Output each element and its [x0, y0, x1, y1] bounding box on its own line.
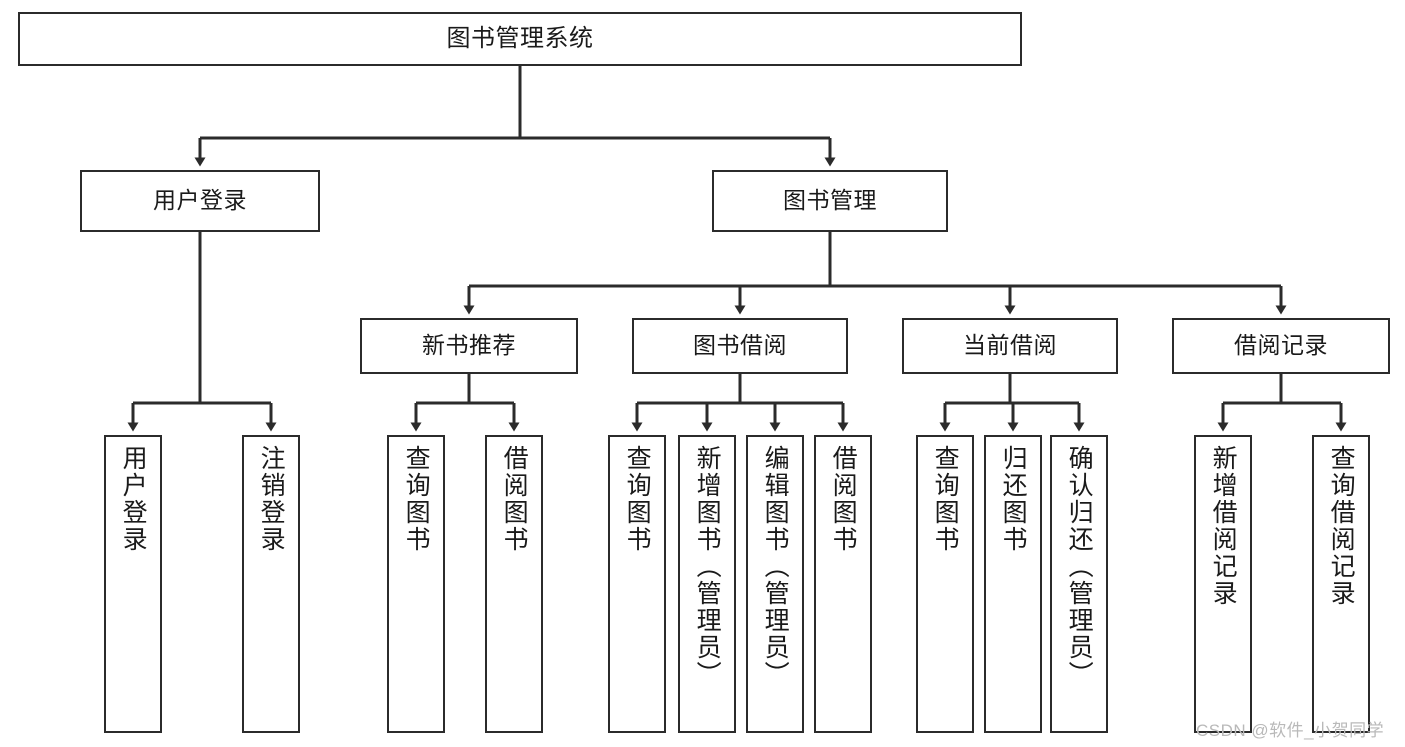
node-book-manage[interactable]: 图书管理 — [712, 170, 948, 232]
node-current-borrow[interactable]: 当前借阅 — [902, 318, 1118, 374]
leaf-leaf-confirm-return[interactable]: 确认归还（管理员） — [1050, 435, 1108, 733]
leaf-label: 注销登录 — [257, 445, 286, 553]
leaf-leaf-user-login[interactable]: 用户登录 — [104, 435, 162, 733]
leaf-leaf-add-record[interactable]: 新增借阅记录 — [1194, 435, 1252, 733]
leaf-label: 归还图书 — [999, 445, 1028, 553]
node-label: 用户登录 — [153, 187, 247, 214]
leaf-leaf-logout-login[interactable]: 注销登录 — [242, 435, 300, 733]
node-label: 当前借阅 — [963, 332, 1057, 359]
leaf-label: 借阅图书 — [829, 445, 858, 553]
leaf-leaf-query-book-2[interactable]: 查询图书 — [608, 435, 666, 733]
leaf-label: 新增图书（管理员） — [693, 445, 722, 688]
node-borrow-record[interactable]: 借阅记录 — [1172, 318, 1390, 374]
watermark: CSDN @软件_小贺同学 — [1196, 721, 1385, 740]
leaf-leaf-borrow-book-1[interactable]: 借阅图书 — [485, 435, 543, 733]
leaf-leaf-query-record[interactable]: 查询借阅记录 — [1312, 435, 1370, 733]
node-book-borrow[interactable]: 图书借阅 — [632, 318, 848, 374]
leaf-label: 确认归还（管理员） — [1065, 445, 1094, 688]
leaf-label: 新增借阅记录 — [1209, 445, 1238, 607]
leaf-label: 用户登录 — [119, 445, 148, 553]
leaf-leaf-borrow-book-2[interactable]: 借阅图书 — [814, 435, 872, 733]
node-label: 图书管理 — [783, 187, 877, 214]
node-label: 借阅记录 — [1234, 332, 1328, 359]
leaf-label: 查询图书 — [623, 445, 652, 553]
node-root[interactable]: 图书管理系统 — [18, 12, 1022, 66]
leaf-leaf-return-book[interactable]: 归还图书 — [984, 435, 1042, 733]
node-label: 图书借阅 — [693, 332, 787, 359]
leaf-leaf-edit-book[interactable]: 编辑图书（管理员） — [746, 435, 804, 733]
leaf-label: 编辑图书（管理员） — [761, 445, 790, 688]
node-new-book-recommend[interactable]: 新书推荐 — [360, 318, 578, 374]
leaf-leaf-query-book-1[interactable]: 查询图书 — [387, 435, 445, 733]
node-label: 新书推荐 — [422, 332, 516, 359]
leaf-label: 查询借阅记录 — [1327, 445, 1356, 607]
leaf-label: 借阅图书 — [500, 445, 529, 553]
node-root-label: 图书管理系统 — [446, 24, 594, 52]
node-user-login[interactable]: 用户登录 — [80, 170, 320, 232]
leaf-label: 查询图书 — [402, 445, 431, 553]
leaf-leaf-add-book[interactable]: 新增图书（管理员） — [678, 435, 736, 733]
leaf-label: 查询图书 — [931, 445, 960, 553]
leaf-leaf-query-book-3[interactable]: 查询图书 — [916, 435, 974, 733]
